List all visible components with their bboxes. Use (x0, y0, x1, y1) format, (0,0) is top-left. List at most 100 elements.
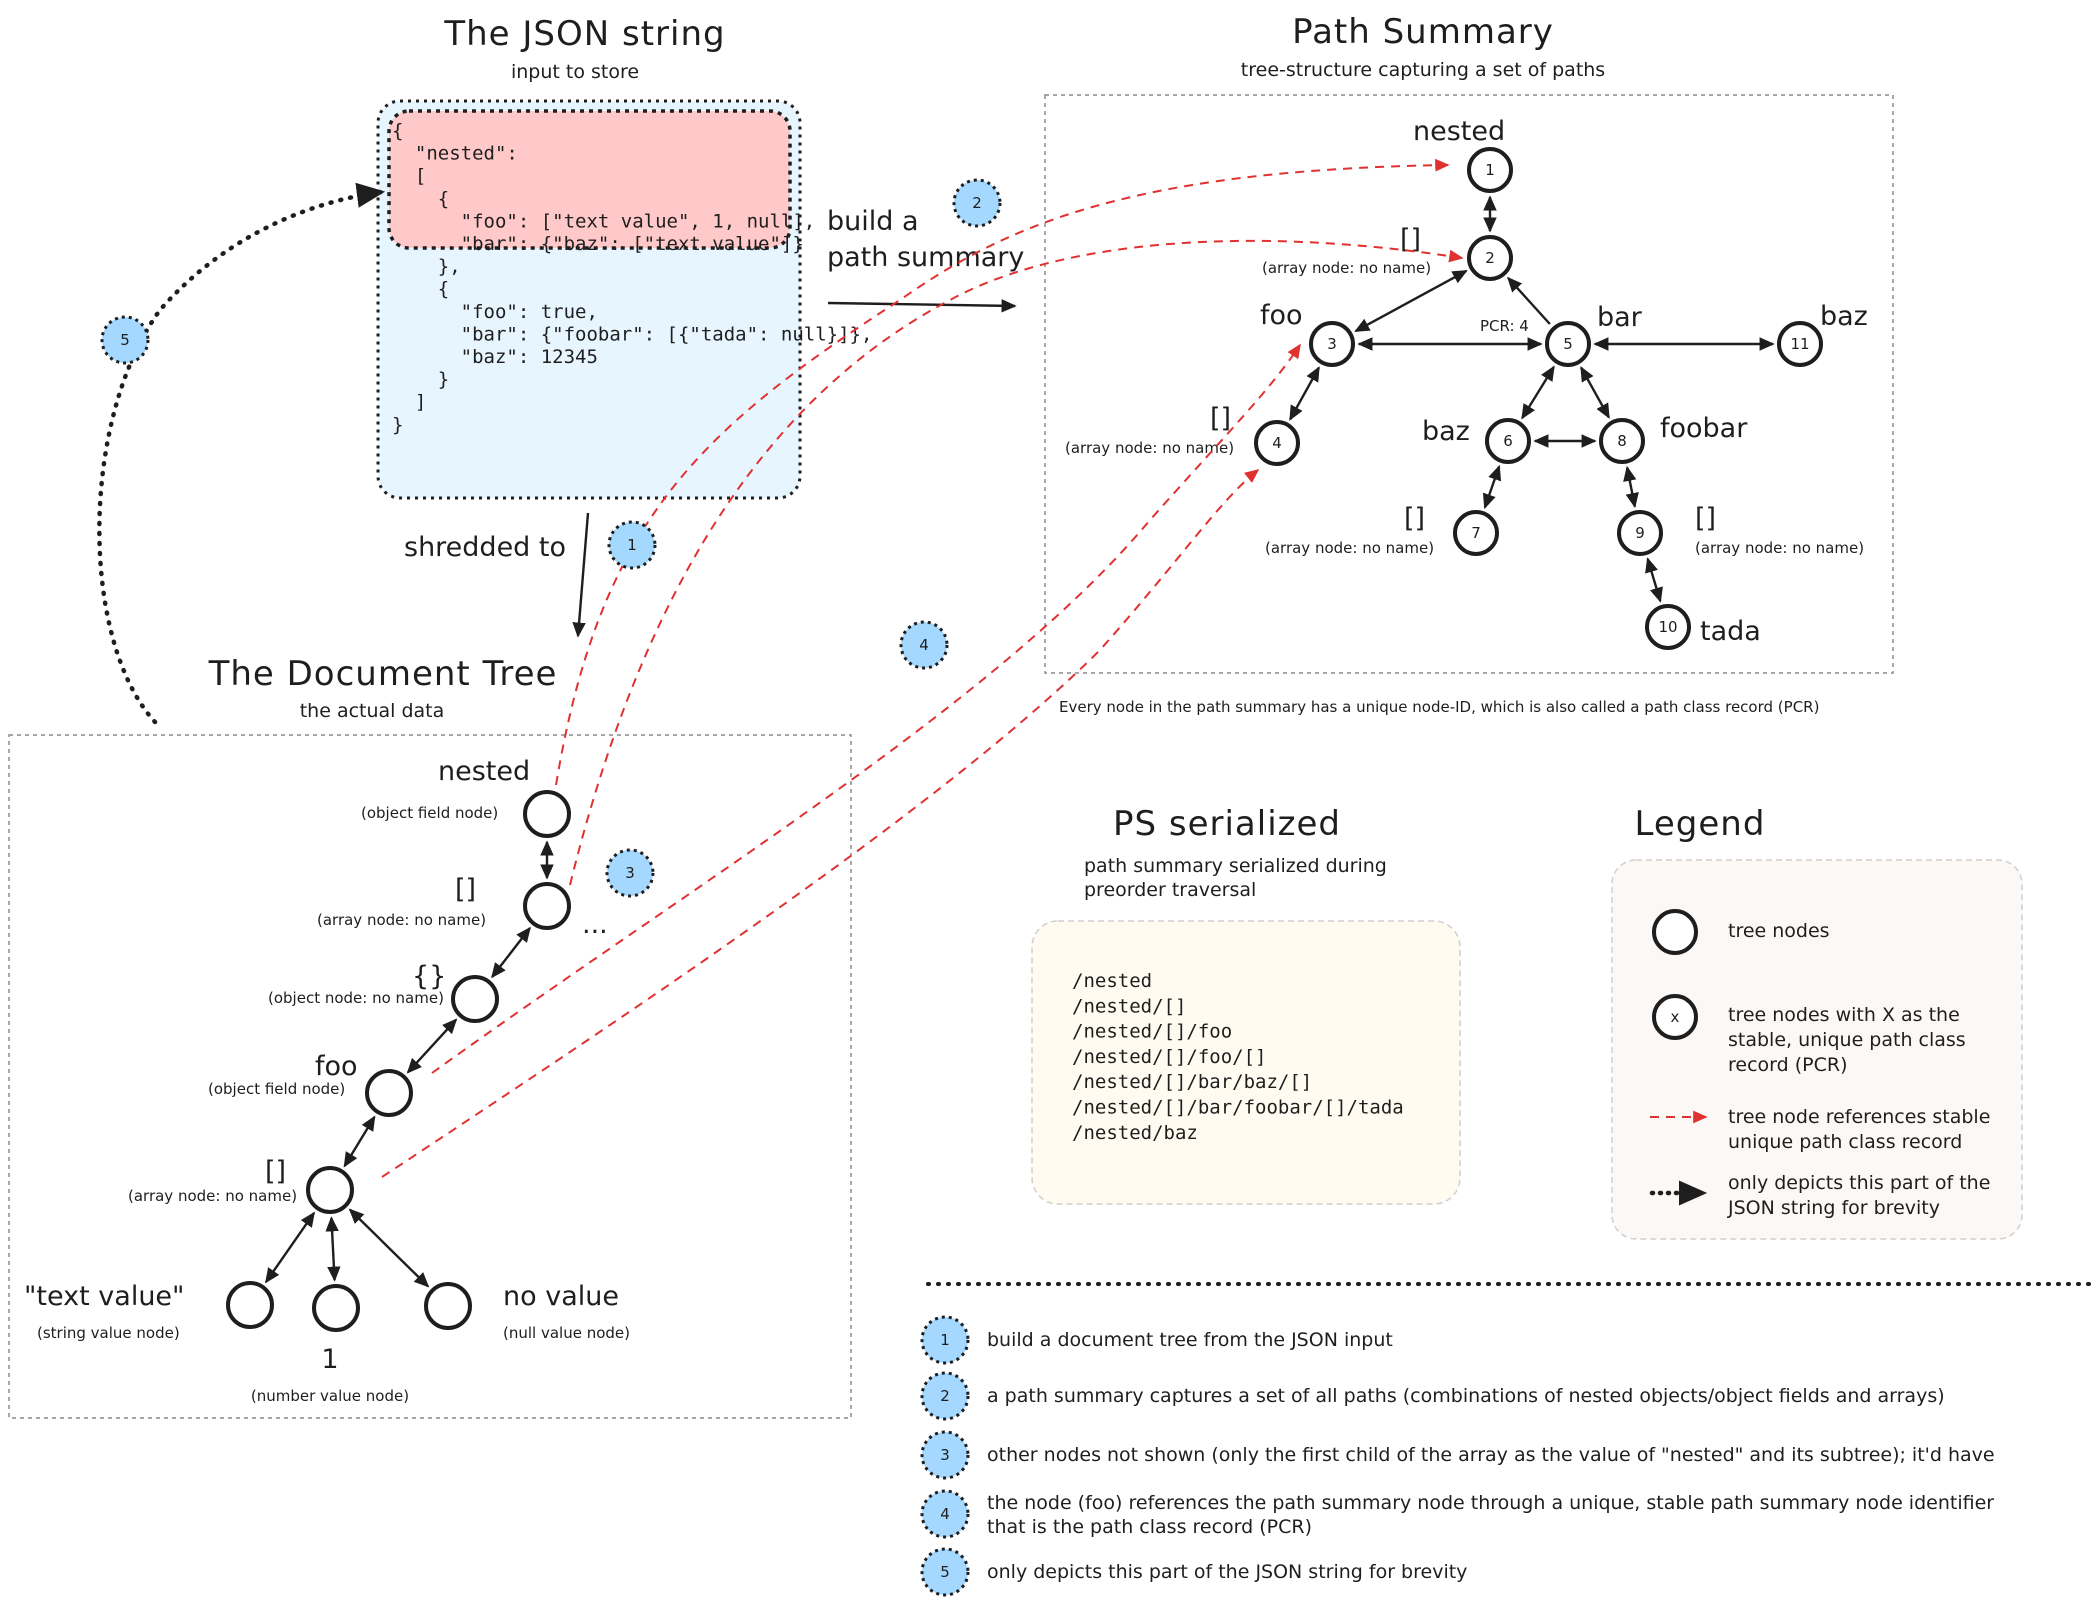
doc-tree-node-label: no value (503, 1281, 619, 1312)
doc-tree-node-label: nested (438, 756, 530, 787)
legend-pcr-node-icon (1652, 994, 1698, 1040)
step-item-text: the node (foo) references the path summa… (987, 1492, 1994, 1514)
step-item-badge (920, 1315, 970, 1365)
doc-tree-node: 1(number value node) (251, 1284, 409, 1405)
ps-serialized-line: /nested/[]/foo/[] (1072, 1046, 1266, 1068)
doc-tree-node: "text value"(string value node) (24, 1281, 274, 1342)
path-summary-node-id: 1 (1485, 161, 1495, 179)
ps-serialized-subtitle-1: path summary serialized during (1084, 855, 1387, 877)
document-tree-panel: The Document Tree the actual data nested… (8, 654, 852, 1419)
path-summary-edge (1645, 557, 1663, 603)
path-summary-node-label: foo (1260, 300, 1303, 331)
path-summary-node-label: baz (1422, 416, 1470, 447)
path-summary-node-label: [] (1695, 503, 1716, 534)
legend-item-text: tree node references stable (1728, 1106, 1990, 1128)
json-code-line: } (392, 414, 403, 436)
path-summary-node-id: 8 (1617, 432, 1627, 450)
json-code-line: [ (392, 165, 426, 187)
legend-x-marker: x (1671, 1008, 1680, 1026)
legend-item-text: tree nodes (1728, 920, 1830, 942)
step-badge-number: 5 (120, 331, 130, 349)
step-item-text: other nodes not shown (only the first ch… (987, 1444, 1995, 1466)
doc-tree-node-note: (null value node) (503, 1324, 630, 1342)
path-summary-node-circle (1645, 604, 1691, 650)
doc-tree-node-label: "text value" (24, 1281, 184, 1312)
pcr-reference-arrow (555, 158, 1450, 786)
path-summary-node-note: (array node: no name) (1065, 439, 1234, 457)
path-summary-node: 1 nested (1413, 116, 1513, 193)
pcr-reference-arrow (569, 239, 1464, 886)
build-label-line1: build a (827, 206, 919, 237)
step-badge-circle (899, 620, 949, 670)
path-summary-node-circle (1777, 321, 1823, 367)
path-summary-node-label: nested (1413, 116, 1505, 147)
step-badge: 3 (605, 848, 655, 898)
json-title: The JSON string (443, 14, 725, 54)
doc-tree-node-note: (object field node) (208, 1080, 345, 1098)
step-badge-number: 3 (625, 864, 635, 882)
doc-tree-node: no value (null value node) (424, 1281, 630, 1342)
pcr-label: PCR: 4 (1480, 317, 1529, 335)
json-code-line: "foo": ["text value", 1, null], (392, 210, 815, 232)
legend-item-text: only depicts this part of the (1728, 1172, 1990, 1194)
step-badge-circle (952, 178, 1002, 228)
json-code-line: "nested": (392, 143, 518, 165)
path-summary-node-note: (array node: no name) (1695, 539, 1864, 557)
doc-tree-node-circle (365, 1069, 413, 1117)
step-badge-number: 4 (919, 636, 929, 654)
path-summary-edge (1580, 366, 1610, 419)
doc-tree-edges (265, 840, 554, 1288)
doc-tree-nodes: nested (object field node) [](array node: … (24, 756, 630, 1405)
step-item-number: 2 (940, 1387, 950, 1405)
legend-title: Legend (1635, 804, 1766, 844)
step-badge-number: 1 (627, 536, 637, 554)
ps-serialized-box (1031, 920, 1461, 1205)
ps-serialized-line: /nested/[]/foo (1072, 1021, 1232, 1043)
doc-tree-node-label: foo (315, 1051, 358, 1082)
json-highlight-box (387, 109, 792, 250)
doc-tree-edge (325, 1216, 341, 1282)
doc-tree-node-label: {} (412, 961, 446, 992)
step-badge: 4 (899, 620, 949, 670)
step-badge-number: 2 (972, 194, 982, 212)
ps-serialized-panel: PS serialized path summary serialized du… (1031, 804, 1461, 1205)
legend-box (1611, 859, 2023, 1240)
doc-tree-edge (491, 926, 531, 979)
brevity-dotted-arrow (97, 182, 386, 725)
json-panel: The JSON string input to store { "nested… (376, 14, 872, 500)
path-summary-node-circle (1453, 510, 1499, 556)
path-summary-node-note: (array node: no name) (1265, 539, 1434, 557)
legend-item-text: stable, unique path class (1728, 1029, 1966, 1051)
ps-serialized-line: /nested (1072, 970, 1152, 992)
path-summary-edge (1623, 465, 1639, 509)
step-badge: 2 (952, 178, 1002, 228)
doc-tree-node-label: 1 (321, 1344, 338, 1375)
json-code-line: { (392, 278, 449, 300)
path-summary-node: 2[](array node: no name) (1262, 224, 1513, 281)
doc-tree-edge (343, 1115, 376, 1168)
step-badges: 1 2 3 4 5 (100, 178, 1002, 898)
path-summary-node-label: tada (1700, 616, 1761, 647)
step-item-badge (920, 1489, 970, 1539)
doc-tree-node: foo(object field node) (208, 1051, 413, 1117)
ps-serialized-lines: /nested/nested/[]/nested/[]/foo/nested/[… (1072, 970, 1404, 1144)
path-summary-node-id: 5 (1563, 335, 1573, 353)
doc-tree-node-label: [] (455, 874, 476, 905)
ps-serialized-subtitle-2: preorder traversal (1084, 879, 1256, 901)
doc-tree-node-note: (object node: no name) (268, 989, 444, 1007)
path-summary-node: 9[](array node: no name) (1617, 503, 1864, 557)
doc-tree-node: [](array node: no name) (317, 874, 571, 930)
step-item-text: only depicts this part of the JSON strin… (987, 1561, 1467, 1583)
json-code-line: { (392, 188, 449, 210)
legend-item-text: record (PCR) (1728, 1054, 1847, 1076)
path-summary-node-id: 11 (1790, 335, 1809, 353)
